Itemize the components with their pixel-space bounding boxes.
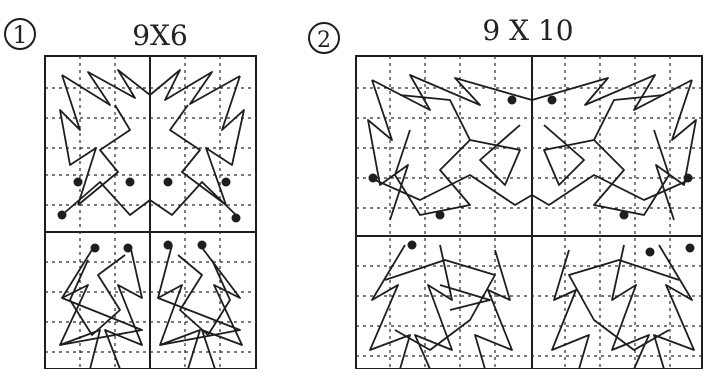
anchor-dot: [435, 210, 445, 220]
figure-2-dimensions: 9 X 10: [482, 14, 573, 47]
figure-1-dimensions: 9X6: [132, 19, 188, 52]
anchor-dot: [163, 177, 173, 187]
knot-stroke: [77, 104, 131, 206]
knot-stroke: [369, 244, 411, 369]
knot-stroke: [367, 79, 409, 221]
anchor-dot: [619, 210, 629, 220]
knot-stroke: [205, 75, 245, 206]
knot-stroke: [199, 244, 243, 369]
knot-stroke: [593, 94, 670, 216]
anchor-dot: [125, 177, 135, 187]
figure-2-header: 2 9 X 10: [308, 14, 574, 54]
anchor-dot: [231, 213, 241, 223]
knot-stroke: [59, 244, 101, 369]
anchor-dot: [368, 173, 378, 183]
figure-2-border: [355, 55, 703, 369]
figure-2-knot-lines: [367, 74, 697, 369]
figure-2-number: 2: [317, 28, 331, 53]
figure-1-number: 1: [12, 21, 27, 49]
knot-stroke: [157, 244, 201, 369]
anchor-dot: [507, 95, 517, 105]
knot-stroke: [414, 244, 453, 369]
knot-stroke: [655, 79, 697, 221]
figure-1-number-circle: [4, 18, 36, 50]
knot-stroke: [394, 94, 471, 216]
anchor-dot: [123, 243, 133, 253]
anchor-dot: [407, 240, 417, 250]
anchor-dot: [197, 240, 207, 250]
knot-stroke: [531, 74, 693, 111]
figure-2-grid: [355, 55, 703, 369]
knot-stroke: [469, 124, 521, 186]
knot-stroke: [169, 104, 227, 206]
knot-stroke: [61, 69, 151, 106]
figure-1-header: 1 9X6: [4, 18, 188, 52]
knot-stroke: [61, 181, 237, 216]
figure-2-anchor-dots: [368, 95, 695, 257]
anchor-dot: [645, 247, 655, 257]
knot-stroke: [69, 254, 126, 336]
figure-1-knot-lines: [59, 69, 245, 369]
knot-stroke: [177, 254, 231, 336]
knot-stroke: [568, 259, 680, 351]
anchor-dot: [73, 177, 83, 187]
knot-stroke: [543, 124, 595, 186]
knot-stroke: [611, 244, 650, 369]
figure-2-dashed-grid: [356, 56, 702, 369]
anchor-dot: [547, 95, 557, 105]
figure-1-grid: [44, 55, 257, 369]
knot-stroke: [149, 69, 241, 105]
anchor-dot: [683, 173, 693, 183]
knot-stroke: [439, 284, 491, 311]
figure-2-number-circle: [308, 22, 340, 54]
knot-stroke: [474, 249, 513, 369]
knot-stroke: [59, 297, 143, 346]
knot-stroke: [551, 249, 590, 369]
knot-stroke: [157, 297, 241, 346]
figure-1-anchor-dots: [57, 177, 241, 253]
anchor-dot: [221, 177, 231, 187]
anchor-dot: [163, 240, 173, 250]
knot-stroke: [59, 74, 97, 206]
knot-stroke: [374, 174, 690, 206]
knot-stroke: [653, 244, 695, 369]
anchor-dot: [685, 243, 695, 253]
anchor-dot: [90, 243, 100, 253]
knot-stroke: [371, 74, 533, 111]
knot-stroke: [104, 244, 143, 369]
anchor-dot: [57, 210, 67, 220]
